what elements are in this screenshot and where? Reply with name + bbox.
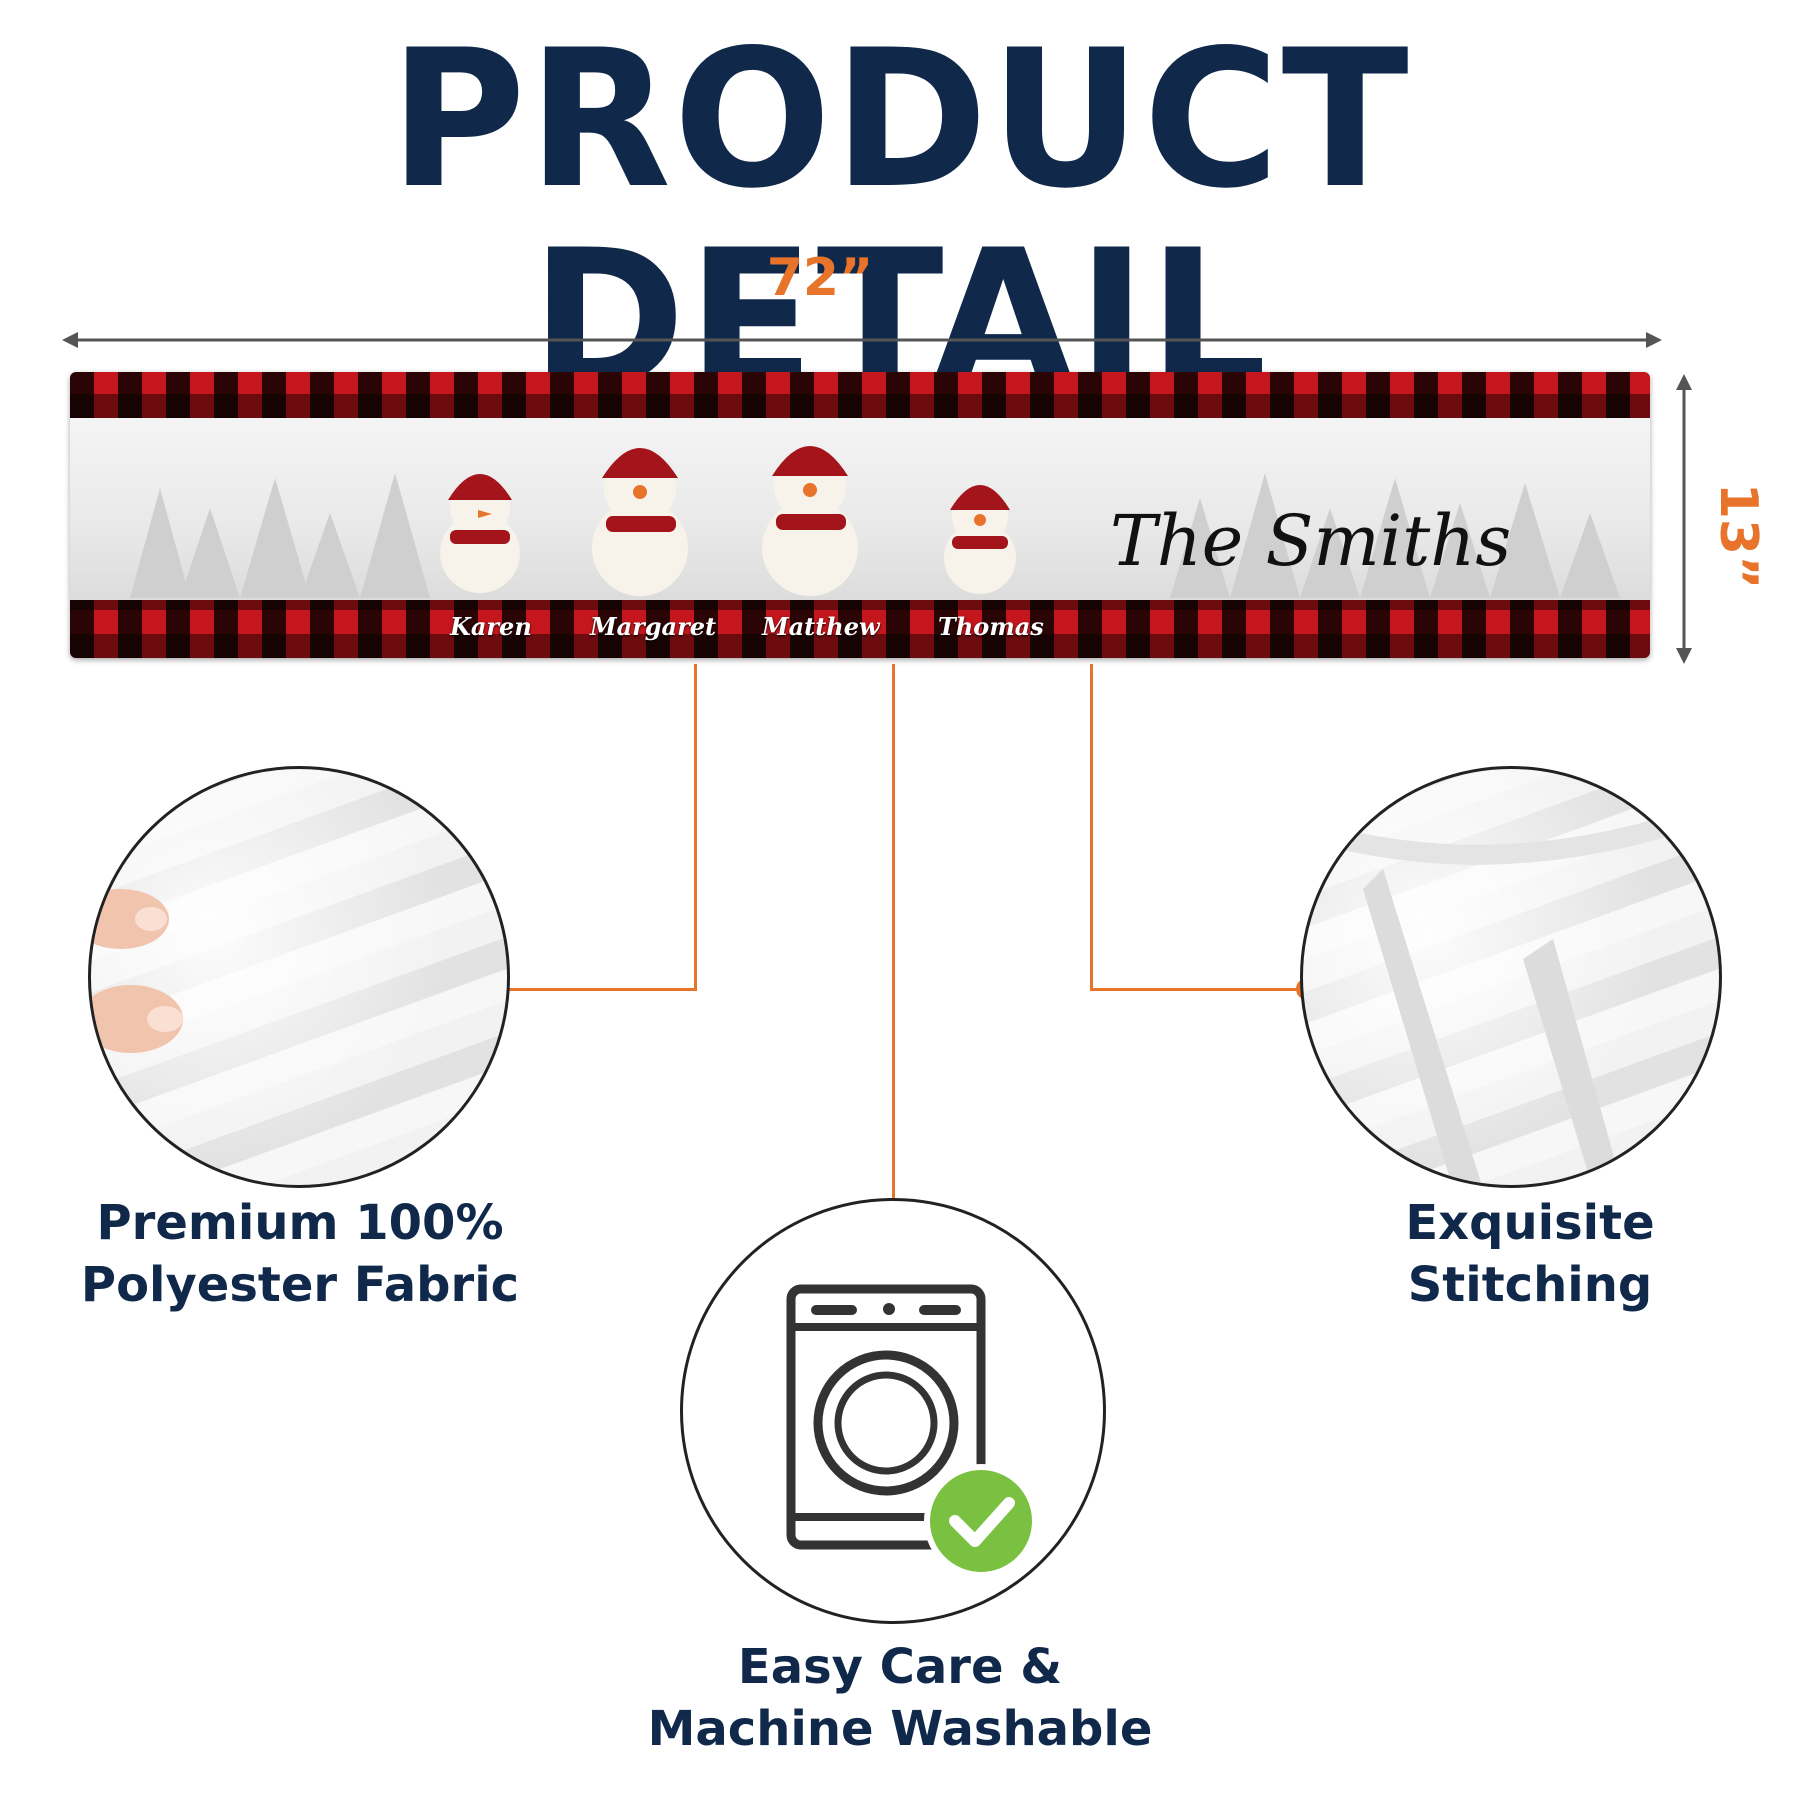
member-name-matthew: Matthew [762, 612, 880, 641]
care-label-line2: Machine Washable [647, 1701, 1153, 1757]
stitching-closeup-image [1300, 766, 1722, 1188]
runner-snow-band: The Smiths [70, 418, 1650, 600]
table-runner-image: The Smiths Karen Margaret Matthew Thomas [70, 372, 1650, 658]
washing-machine-icon [786, 1284, 1038, 1578]
fingers-illustration [91, 889, 183, 1053]
member-name-karen: Karen [450, 612, 532, 641]
page-title: PRODUCT DETAIL [389, 9, 1411, 430]
checkmark-icon [924, 1464, 1038, 1578]
fabric-label-line2: Polyester Fabric [80, 1257, 520, 1313]
connector-line-stitching-horizontal [1090, 988, 1308, 991]
width-dimension-label: 72” [766, 248, 874, 308]
fabric-label-line1: Premium 100% [96, 1195, 504, 1251]
connector-line-fabric-vertical [694, 664, 697, 990]
height-arrow [1676, 374, 1692, 664]
connector-line-stitching-vertical [1090, 664, 1093, 990]
care-icon-circle [680, 1198, 1106, 1624]
family-name-text: The Smiths [1110, 500, 1512, 582]
fabric-closeup-image [88, 766, 510, 1188]
stitching-label-line1: Exquisite [1405, 1195, 1655, 1251]
height-dimension-label: 13” [1708, 482, 1768, 590]
stitching-folds-illustration [1303, 799, 1719, 1185]
member-name-margaret: Margaret [590, 612, 717, 641]
connector-line-care-vertical [892, 664, 895, 1230]
snow-forest-illustration [130, 446, 1620, 598]
width-arrow [62, 332, 1662, 348]
connector-line-fabric-horizontal [474, 988, 697, 991]
care-label-line1: Easy Care & [737, 1639, 1063, 1695]
stitching-label-line2: Stitching [1407, 1257, 1653, 1313]
member-name-thomas: Thomas [938, 612, 1044, 641]
snowman-figures [440, 446, 1016, 596]
